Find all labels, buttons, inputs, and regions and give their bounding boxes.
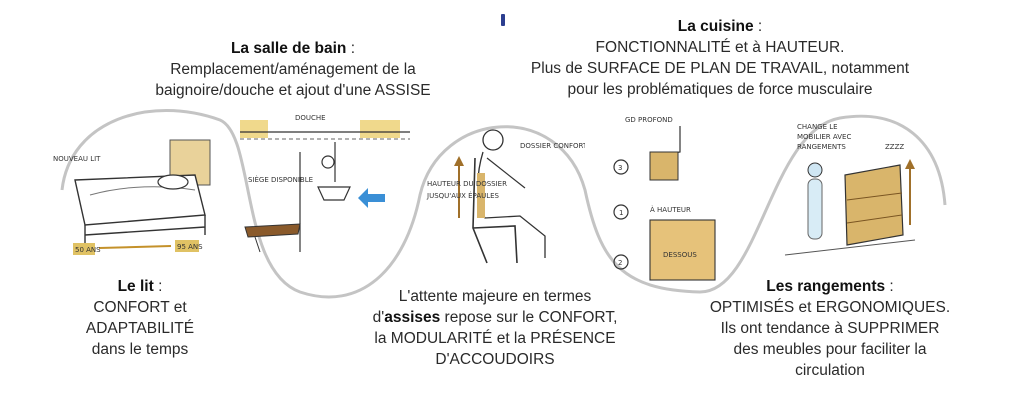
bed-line1: CONFORT et [93, 299, 187, 316]
kitchen-sketch: GD PROFOND 3 1 2 À HAUTEUR DESSOUS [613, 116, 716, 281]
seating-line3: la MODULARITÉ et la PRÉSENCE [374, 330, 616, 347]
shower-sketch: DOUCHE SIÈGE DISPONIBLE [240, 114, 410, 253]
kitchen-number-2: 2 [618, 259, 622, 267]
kitchen-number-1: 1 [619, 209, 623, 217]
kitchen-under-label: DESSOUS [663, 251, 697, 259]
seating-keyword: assises [384, 309, 441, 326]
kitchen-number-3: 3 [618, 164, 622, 172]
bed-colon: : [153, 278, 163, 295]
kitchen-title: La cuisine [677, 18, 754, 35]
kitchen-line3: pour les problématiques de force muscula… [567, 81, 873, 98]
seating-line4: D'ACCOUDOIRS [435, 351, 555, 368]
bed-line3: dans le temps [91, 341, 189, 358]
bookmark-marker [501, 14, 505, 26]
storage-text: Les rangements : OPTIMISÉS et ERGONOMIQU… [680, 276, 980, 381]
bed-right-label: 95 ANS [177, 243, 203, 251]
storage-line4: circulation [795, 362, 865, 379]
chair-height-label: HAUTEUR DU DOSSIER [427, 180, 507, 188]
storage-line3: des meubles pour faciliter la [733, 341, 927, 358]
bed-line2: ADAPTABILITÉ [85, 320, 195, 337]
seating-line1: L'attente majeure en termes [398, 288, 592, 305]
storage-note-3: RANGEMENTS [797, 143, 846, 151]
bed-sketch: NOUVEAU LIT 50 ANS 95 ANS [53, 139, 211, 255]
storage-zzz-label: ZZZZ [885, 143, 904, 151]
kitchen-height-label: À HAUTEUR [650, 205, 691, 214]
bed-title: Le lit [117, 278, 154, 295]
kitchen-deep-label: GD PROFOND [625, 116, 673, 124]
storage-note-1: CHANGE LE [797, 123, 838, 131]
bathroom-title: La salle de bain [230, 40, 347, 57]
bed-text: Le lit : CONFORT et ADAPTABILITÉ dans le… [50, 276, 230, 360]
kitchen-text: La cuisine : FONCTIONNALITÉ et à HAUTEUR… [485, 16, 955, 100]
shower-seat-label: SIÈGE DISPONIBLE [248, 175, 313, 184]
kitchen-line2: Plus de SURFACE DE PLAN DE TRAVAIL, nota… [530, 60, 910, 77]
storage-line2: Ils ont tendance à SUPPRIMER [720, 320, 940, 337]
chair-back-label: DOSSIER CONFORTABLE [520, 142, 585, 150]
kitchen-colon: : [753, 18, 763, 35]
storage-sketch: CHANGE LE MOBILIER AVEC RANGEMENTS ZZZZ [784, 123, 916, 256]
shower-top-label: DOUCHE [295, 114, 326, 122]
bathroom-colon: : [346, 40, 356, 57]
bed-left-label: 50 ANS [75, 246, 101, 254]
storage-colon: : [885, 278, 894, 295]
storage-title: Les rangements [766, 278, 886, 295]
seating-line2-post: repose sur le CONFORT, [440, 309, 618, 326]
kitchen-line1: FONCTIONNALITÉ et à HAUTEUR. [595, 39, 845, 56]
chair-sketch: DOSSIER CONFORTABLE HAUTEUR DU DOSSIER J… [426, 129, 585, 264]
storage-line1: OPTIMISÉS et ERGONOMIQUES. [709, 299, 951, 316]
bed-tag-label: NOUVEAU LIT [53, 155, 101, 163]
bathroom-text: La salle de bain : Remplacement/aménagem… [108, 38, 478, 101]
seating-text: L'attente majeure en termes d'assises re… [315, 286, 675, 370]
wave-line [60, 109, 947, 299]
seating-line2-pre: d' [372, 309, 385, 326]
bathroom-line2: baignoire/douche et ajout d'une ASSISE [155, 82, 431, 99]
chair-height-label-2: JUSQU'AUX ÉPAULES [426, 191, 500, 200]
storage-note-2: MOBILIER AVEC [797, 133, 851, 141]
bathroom-line1: Remplacement/aménagement de la [170, 61, 416, 78]
